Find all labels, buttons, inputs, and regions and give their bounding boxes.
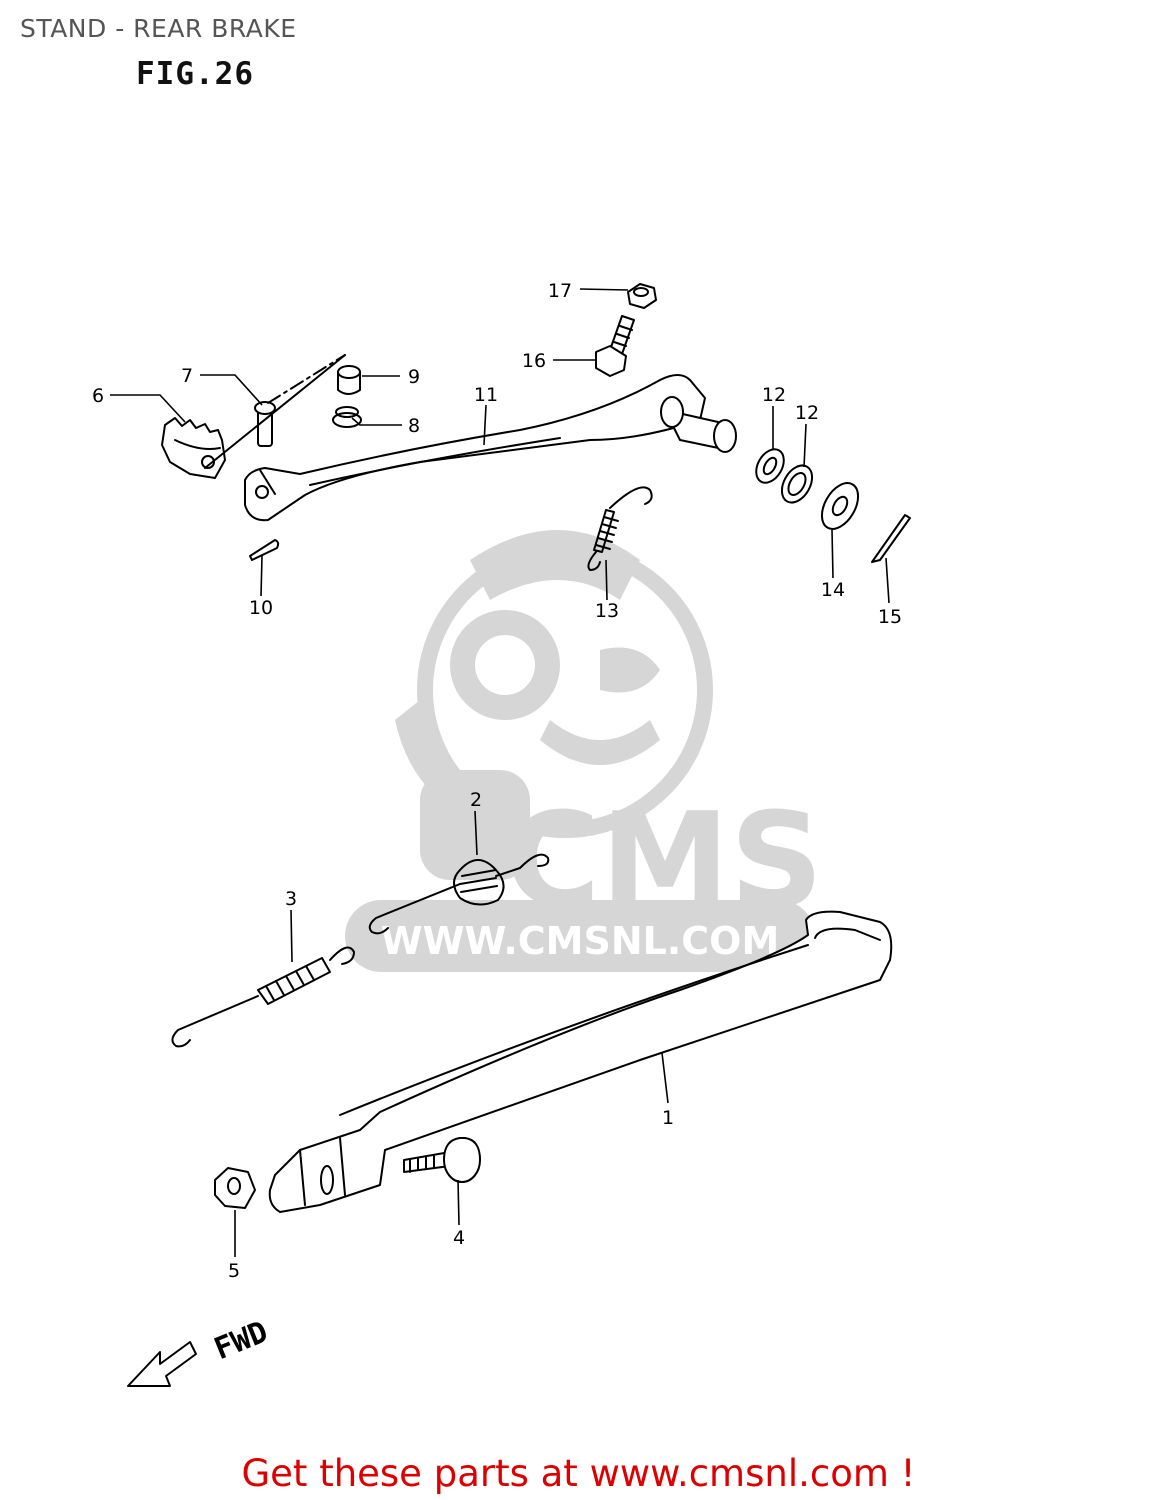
- part-10-cotter-pin: [249, 539, 280, 561]
- callout-5: 5: [228, 1260, 240, 1282]
- part-12-washer-a: [755, 448, 785, 484]
- part-6-pedal-tip: [161, 417, 226, 479]
- callout-12a: 12: [762, 384, 786, 406]
- leader-lines: [110, 288, 890, 1257]
- part-14-washer: [820, 482, 860, 530]
- callout-6: 6: [92, 385, 104, 407]
- part-7-pin: [254, 401, 276, 447]
- fwd-label: FWD: [210, 1314, 273, 1367]
- figure-label: FIG.26: [136, 56, 254, 92]
- callout-4: 4: [453, 1227, 465, 1249]
- part-3-spring: [171, 946, 355, 1048]
- callout-10: 10: [249, 597, 273, 619]
- part-15-cotter-pin: [871, 514, 911, 563]
- callout-14: 14: [821, 579, 845, 601]
- callout-7: 7: [181, 365, 193, 387]
- callout-1: 1: [662, 1107, 674, 1129]
- callout-11: 11: [474, 384, 498, 406]
- cms-watermark: CMS WWW.CMSNL.COM: [345, 530, 823, 972]
- callout-16: 16: [522, 350, 546, 372]
- part-5-nut: [214, 1167, 256, 1209]
- callout-17: 17: [548, 280, 572, 302]
- watermark-url: WWW.CMSNL.COM: [381, 919, 780, 963]
- fwd-arrow-icon: [127, 1341, 197, 1387]
- part-17-nut: [627, 283, 657, 309]
- callout-15: 15: [878, 606, 902, 628]
- part-11-brake-pedal: [244, 374, 706, 522]
- callout-2: 2: [470, 789, 482, 811]
- page-title: STAND - REAR BRAKE: [20, 14, 297, 43]
- part-12-washer-b: [780, 464, 814, 504]
- callout-9: 9: [408, 366, 420, 388]
- part-1-side-stand: [268, 910, 893, 1213]
- callout-8: 8: [408, 415, 420, 437]
- part-16-bolt: [595, 315, 635, 377]
- part-9-bushing: [337, 365, 361, 395]
- footer-link-text[interactable]: Get these parts at www.cmsnl.com !: [241, 1452, 916, 1495]
- part-4-bolt: [403, 1137, 481, 1183]
- callout-13: 13: [595, 600, 619, 622]
- pedal-pivot-boss: [660, 396, 737, 453]
- part-8-washer: [332, 406, 362, 428]
- callout-12b: 12: [795, 402, 819, 424]
- callout-3: 3: [285, 888, 297, 910]
- part-13-spring: [587, 486, 653, 571]
- part-2-spring: [368, 853, 550, 935]
